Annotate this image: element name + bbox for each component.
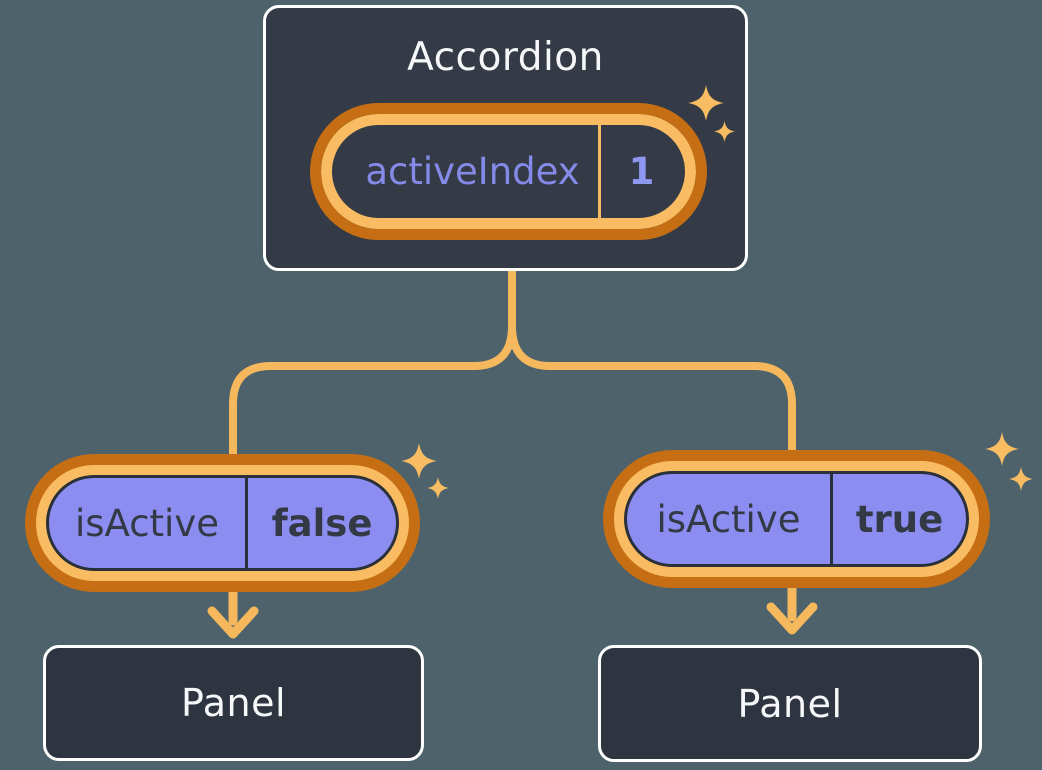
panel-node-left: Panel bbox=[43, 645, 424, 761]
arrow-left-head bbox=[207, 606, 259, 639]
panel-title: Panel bbox=[737, 681, 843, 726]
connector-branch-right bbox=[508, 325, 796, 452]
sparkle-icon bbox=[985, 432, 1019, 466]
sparkle-icon bbox=[1009, 467, 1033, 491]
arrow-right-head bbox=[766, 602, 818, 635]
panel-node-right: Panel bbox=[598, 645, 982, 762]
accordion-node: Accordion activeIndex 1 bbox=[263, 5, 748, 271]
state-value: 1 bbox=[598, 125, 696, 218]
prop-value: true bbox=[830, 474, 966, 564]
prop-label: isActive bbox=[656, 497, 801, 541]
prop-label: isActive bbox=[74, 501, 219, 545]
prop-pill-left: isActive false bbox=[46, 475, 399, 571]
prop-pill-right: isActive true bbox=[624, 471, 969, 567]
accordion-title: Accordion bbox=[407, 35, 604, 80]
sparkle-icon bbox=[427, 477, 449, 499]
sparkle-icon bbox=[401, 443, 437, 479]
state-label: activeIndex bbox=[365, 150, 580, 193]
prop-value: false bbox=[245, 478, 396, 568]
state-pill: activeIndex 1 bbox=[310, 103, 707, 240]
connector-branch-left bbox=[229, 325, 516, 456]
panel-title: Panel bbox=[180, 681, 286, 725]
